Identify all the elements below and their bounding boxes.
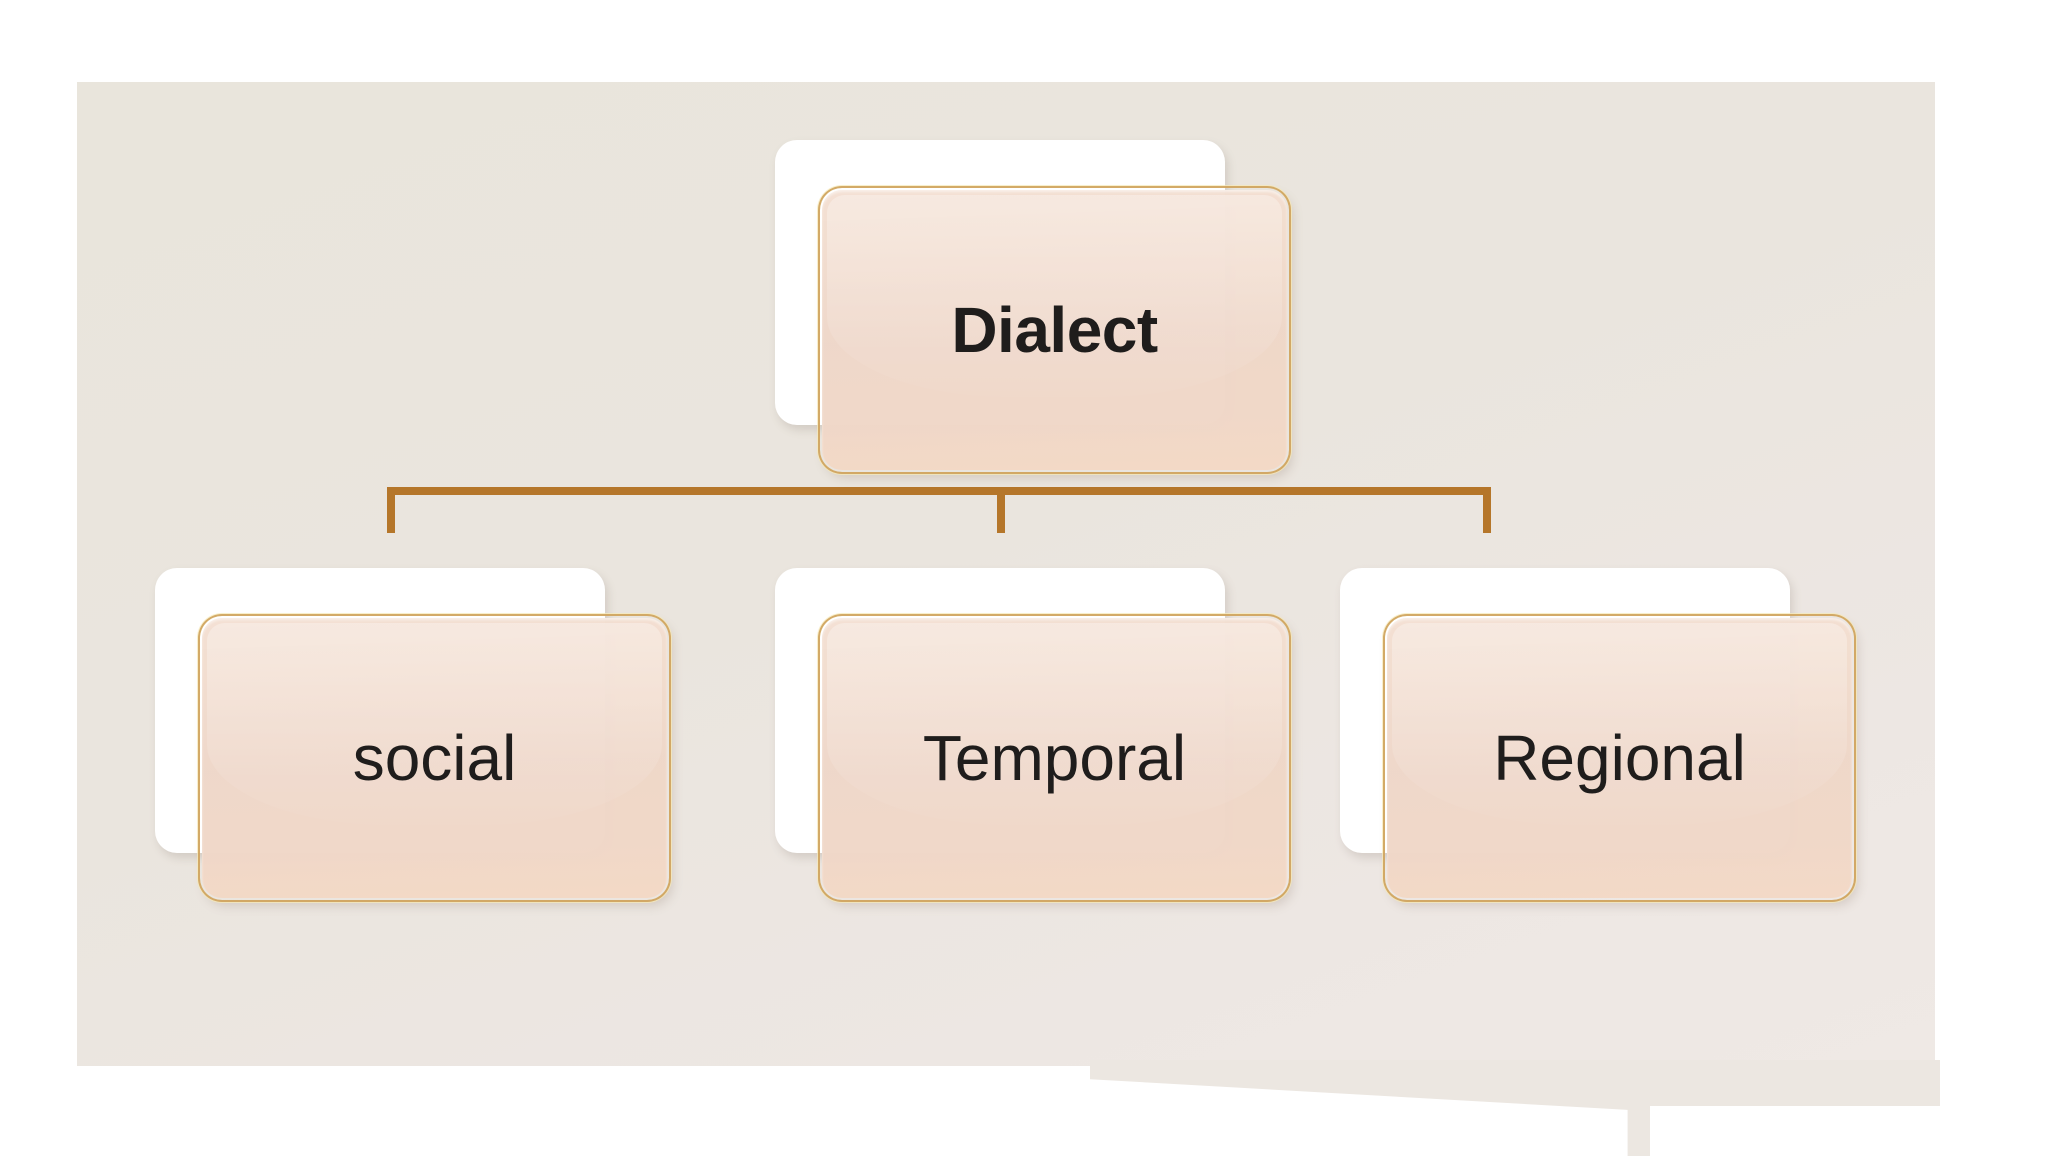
connector-stem-social (387, 487, 395, 533)
card-face[interactable]: Temporal (820, 616, 1289, 900)
card-face[interactable]: Dialect (820, 188, 1289, 472)
node-dialect[interactable]: Dialect (775, 140, 1287, 470)
node-social[interactable]: social (155, 568, 667, 898)
card-face[interactable]: Regional (1385, 616, 1854, 900)
connector-stem-temporal (997, 487, 1005, 533)
decorative-wedge-shape-secondary (1630, 1060, 1940, 1106)
node-label-social: social (352, 722, 517, 794)
node-temporal[interactable]: Temporal (775, 568, 1287, 898)
node-label-dialect: Dialect (951, 294, 1158, 366)
card-face[interactable]: social (200, 616, 669, 900)
node-label-regional: Regional (1493, 722, 1746, 794)
connector-stem-regional (1483, 487, 1491, 533)
decorative-wedge-shape (1090, 1060, 1650, 1156)
node-label-temporal: Temporal (922, 722, 1187, 794)
connector-horizontal-bar (387, 487, 1491, 495)
node-regional[interactable]: Regional (1340, 568, 1852, 898)
